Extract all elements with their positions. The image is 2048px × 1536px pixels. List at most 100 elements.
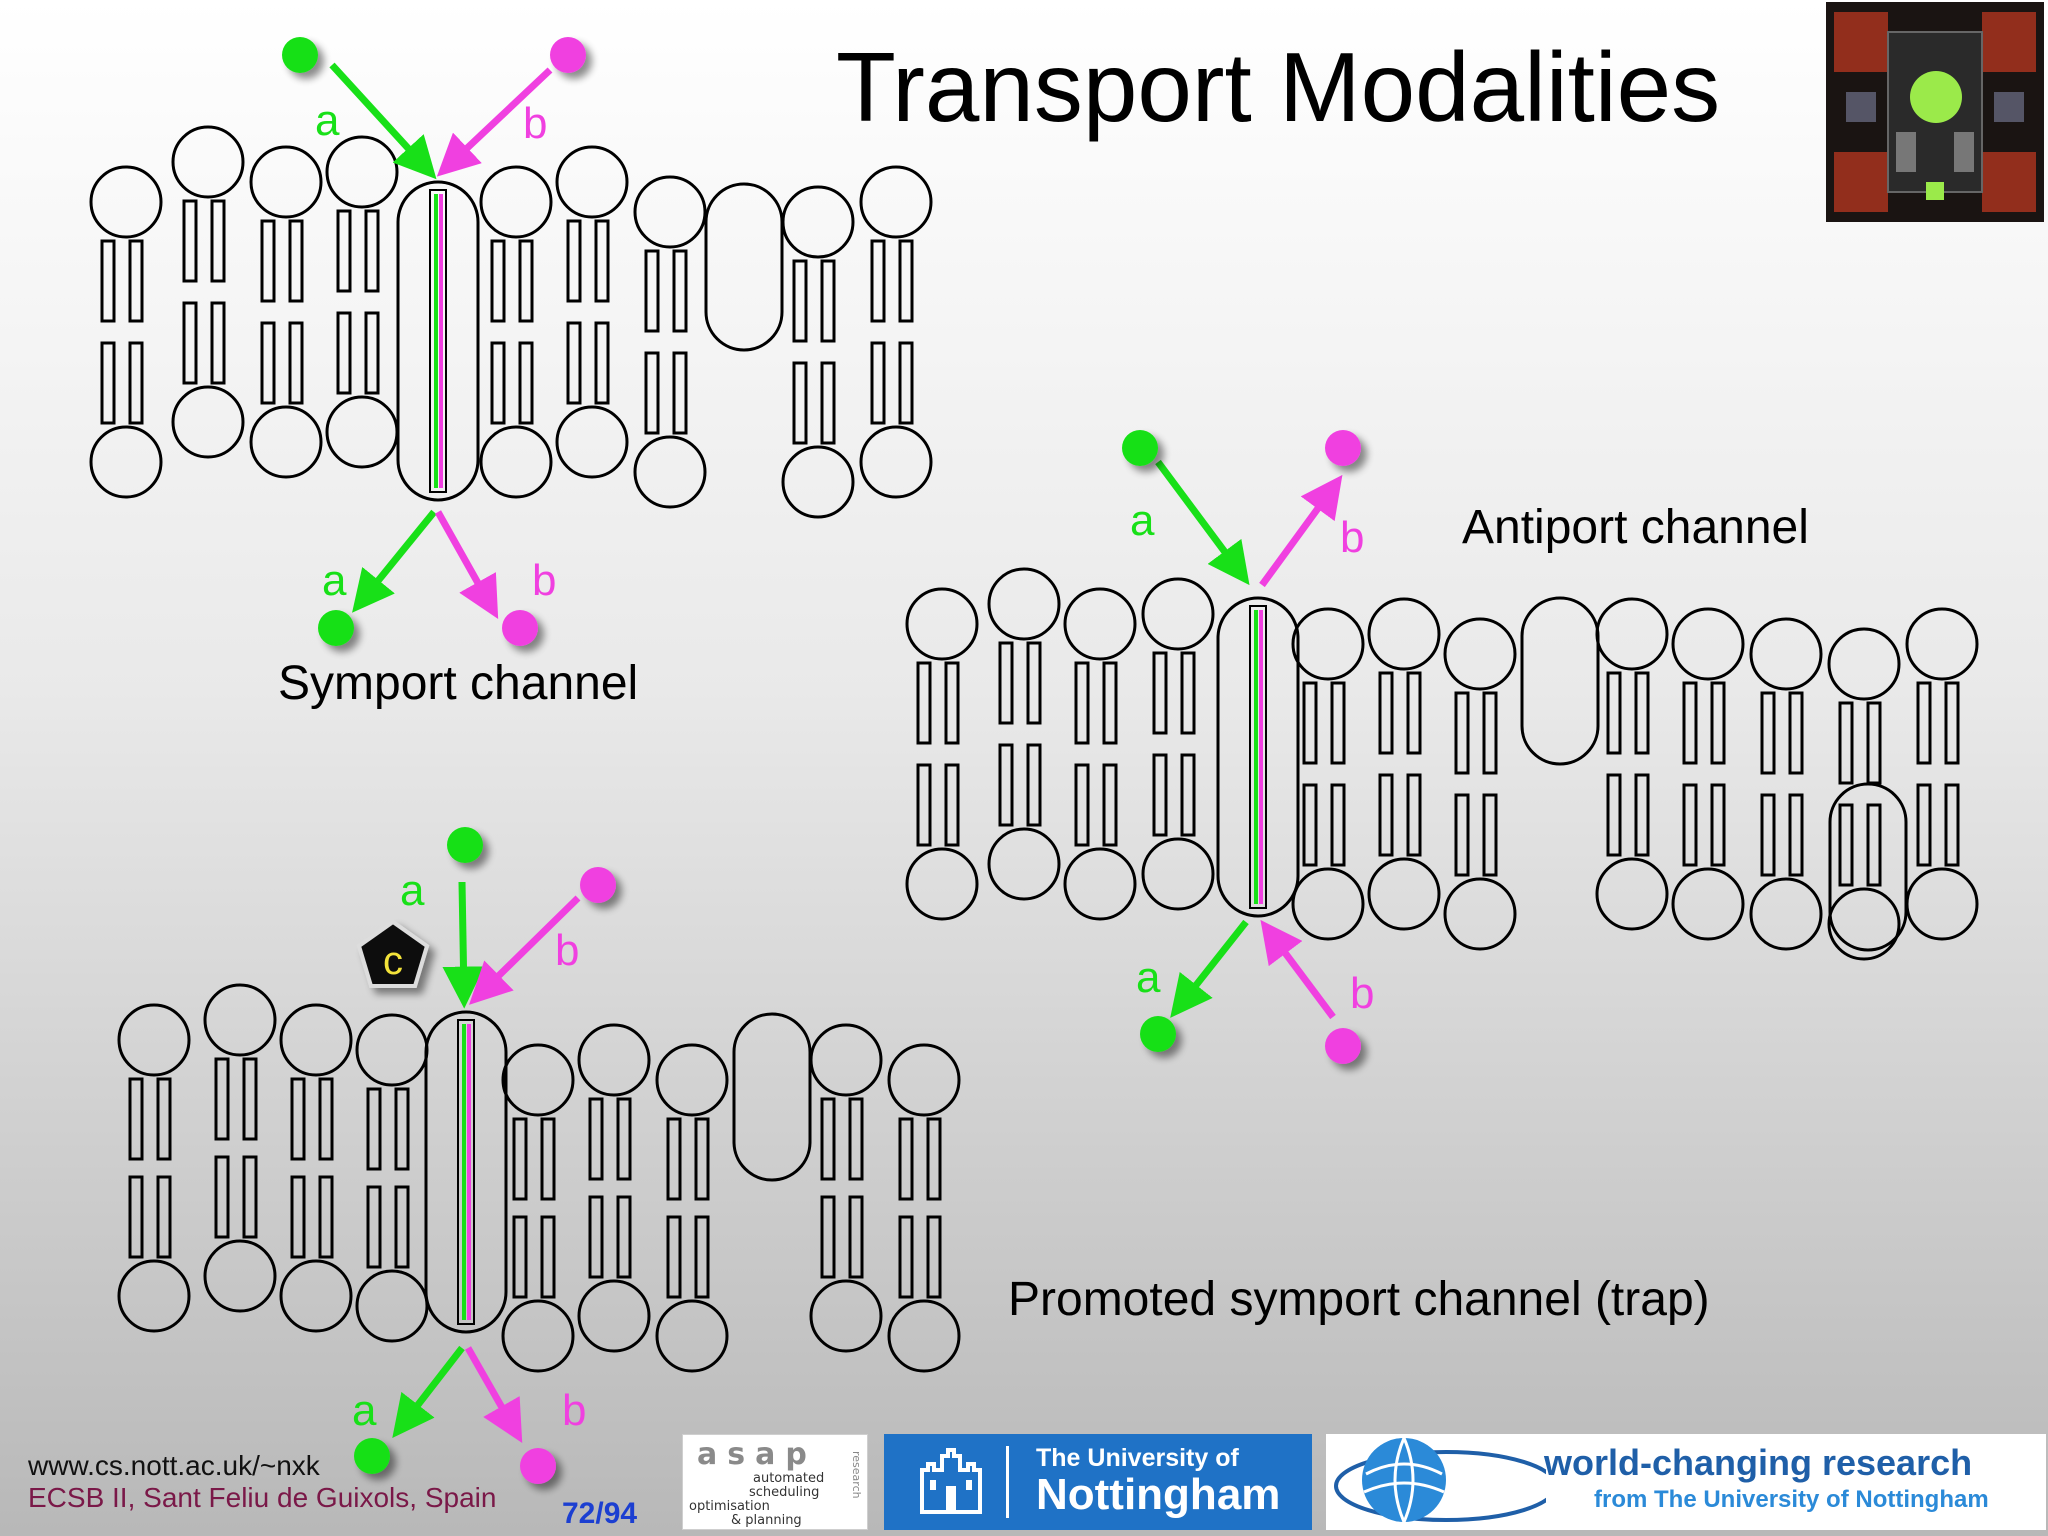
lipid (479, 165, 553, 499)
footer-url[interactable]: www.cs.nott.ac.uk/~nxk (28, 1450, 320, 1481)
lipid-tail (1760, 691, 1776, 775)
lipid-tail (926, 1117, 942, 1201)
lipid-tail (290, 1175, 306, 1259)
antiport-arrow-b-in (1260, 919, 1336, 1020)
nottingham-logo: The University of Nottingham (884, 1434, 1312, 1530)
lipid-tail (1406, 671, 1422, 755)
lipid-tail (1634, 671, 1650, 755)
antiport-label-b-top: b (1340, 513, 1364, 562)
promoted-molecule-b-bottom (520, 1448, 556, 1484)
nottingham-logo-divider (1006, 1446, 1009, 1518)
antiport-arrow-a-out (1170, 919, 1249, 1018)
lipid-head-lower (1367, 857, 1441, 931)
lipid-head-lower (355, 1269, 429, 1343)
promoter-pentagon-c (356, 919, 430, 988)
lipid-head-upper (1063, 587, 1137, 661)
promoted-membrane (117, 983, 961, 1373)
lipid-head-lower (905, 847, 979, 921)
lipid-tail (1606, 671, 1622, 755)
lipid-tail (1760, 793, 1776, 877)
lipid-head-upper (887, 1043, 961, 1117)
lipid-tail (1102, 661, 1118, 745)
lipid-head-lower (887, 1299, 961, 1373)
promoted-label-a-top: a (400, 866, 425, 915)
lipid-tail (848, 1195, 864, 1279)
lipid-tail (926, 1215, 942, 1299)
lipid-tail (512, 1117, 528, 1201)
lipid-tail (290, 1077, 306, 1161)
asap-logo-line1: automated (753, 1471, 825, 1486)
nottingham-logo-big: Nottingham (1036, 1470, 1281, 1519)
lipid-tail (944, 763, 960, 847)
lipid-tail (1710, 783, 1726, 867)
lipid (1905, 607, 1979, 941)
lipid-head-lower (1141, 837, 1215, 911)
lipid-tail (898, 341, 914, 425)
symport-molecule-b-bottom (502, 610, 538, 646)
lipid-head-lower (859, 425, 933, 499)
lipid-tail (1378, 773, 1394, 857)
lipid-tail (1026, 743, 1042, 827)
lipid-tail (128, 341, 144, 425)
lipid-tail (644, 351, 660, 435)
lipid-tail (1710, 681, 1726, 765)
antiport-membrane (905, 567, 1979, 961)
symport-arrow-b-in (436, 67, 553, 177)
lipid-tail (820, 1195, 836, 1279)
lipid-tail (1180, 651, 1196, 735)
lipid-head-upper (203, 983, 277, 1057)
lipid-head-lower (633, 435, 707, 509)
antiport-label-a-top: a (1130, 496, 1155, 545)
lipid-head-upper (1595, 597, 1669, 671)
antiport-arrow-a-in (1155, 459, 1250, 586)
lipid-tail (318, 1175, 334, 1259)
lipid (781, 185, 855, 519)
promoted-label-a-bottom: a (352, 1386, 377, 1435)
lipid (555, 145, 629, 479)
lipid-tail (672, 249, 688, 333)
lipid-tail (512, 1215, 528, 1299)
world-changing-logo-main: world-changing research (1544, 1442, 1973, 1483)
membrane-protein (1520, 596, 1600, 766)
lipid-tail (540, 1117, 556, 1201)
slide-title: Transport Modalities (836, 32, 1721, 142)
promoted-molecule-b-top (580, 867, 616, 903)
lipid-tail (242, 1155, 258, 1239)
footer-conference: ECSB II, Sant Feliu de Guixols, Spain (28, 1482, 497, 1513)
lipid-tail (672, 351, 688, 435)
symport-label-a-top: a (315, 96, 340, 145)
lipid-tail (1330, 783, 1346, 867)
lipid-tail (156, 1175, 172, 1259)
lipid-tail (998, 641, 1014, 725)
lipid-tail (260, 219, 276, 303)
lipid (1827, 627, 1901, 961)
lipid-tail (616, 1195, 632, 1279)
lipid (1291, 607, 1365, 941)
lipid-tail (1866, 701, 1882, 785)
lipid-head-upper (633, 175, 707, 249)
lipid-tail (318, 1077, 334, 1161)
asap-logo-research: research (850, 1451, 863, 1499)
asap-logo-line3: optimisation (689, 1499, 770, 1514)
lipid-head-upper (1443, 617, 1517, 691)
antiport-arrow-b-out (1259, 474, 1343, 588)
lipid-head-upper (279, 1003, 353, 1077)
lipid-tail (394, 1185, 410, 1269)
lipid-head-lower (1443, 877, 1517, 951)
lipid-tail (210, 301, 226, 385)
lipid-tail (242, 1057, 258, 1141)
lipid-tail (898, 239, 914, 323)
slide-thumbnail-image (1826, 2, 2044, 222)
lipid (1063, 587, 1137, 921)
lipid (279, 1003, 353, 1333)
lipid-tail (364, 311, 380, 395)
lipid-tail (182, 301, 198, 385)
lipid-tail (898, 1117, 914, 1201)
promoted-molecule-a-top (447, 827, 483, 863)
lipid-head-upper (171, 125, 245, 199)
lipid-tail (288, 321, 304, 405)
symport-caption: Symport channel (278, 657, 639, 710)
lipid-head-upper (117, 1003, 191, 1077)
lipid (633, 175, 707, 509)
lipid-tail (1378, 671, 1394, 755)
